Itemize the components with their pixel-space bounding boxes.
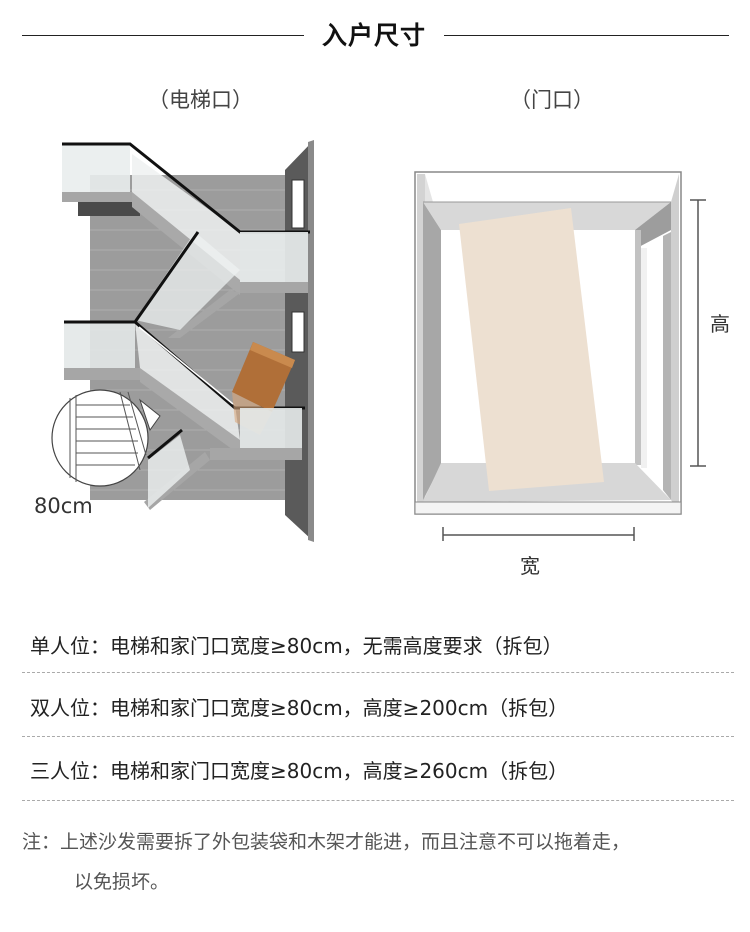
note-paragraph: 注：上述沙发需要拆了外包装袋和木架才能进，而且注意不可以拖着走， 以免损坏。: [22, 822, 742, 902]
note-line-2: 以免损坏。: [74, 871, 170, 893]
requirement-triple-seat: 三人位：电梯和家门口宽度≥80cm，高度≥260cm（拆包）: [30, 755, 568, 784]
header-divider-left: [22, 35, 304, 36]
requirement-prefix: 三人位：: [30, 759, 110, 783]
requirement-text: 电梯和家门口宽度≥80cm，无需高度要求（拆包）: [110, 634, 563, 658]
section-header: 入户尺寸: [0, 14, 750, 54]
door-width-label: 宽: [520, 554, 540, 578]
requirement-prefix: 单人位：: [30, 634, 110, 658]
staircase-illustration: [40, 130, 330, 550]
requirement-text: 电梯和家门口宽度≥80cm，高度≥260cm（拆包）: [110, 759, 569, 783]
header-divider-right: [444, 35, 729, 36]
requirement-prefix: 双人位：: [30, 696, 110, 720]
dashed-divider: [22, 800, 734, 801]
door-height-label: 高: [710, 312, 730, 336]
note-line-1: 注：上述沙发需要拆了外包装袋和木架才能进，而且注意不可以拖着走，: [22, 831, 631, 853]
requirement-text: 电梯和家门口宽度≥80cm，高度≥200cm（拆包）: [110, 696, 569, 720]
elevator-caption: （电梯口）: [148, 88, 253, 112]
dashed-divider: [22, 736, 734, 737]
elevator-width-label: 80cm: [34, 494, 93, 518]
doorway-illustration: [405, 160, 745, 580]
dashed-divider: [22, 672, 734, 673]
door-caption: （门口）: [510, 88, 594, 112]
requirement-double-seat: 双人位：电梯和家门口宽度≥80cm，高度≥200cm（拆包）: [30, 692, 568, 721]
page-title: 入户尺寸: [321, 21, 426, 50]
requirement-single-seat: 单人位：电梯和家门口宽度≥80cm，无需高度要求（拆包）: [30, 630, 563, 659]
